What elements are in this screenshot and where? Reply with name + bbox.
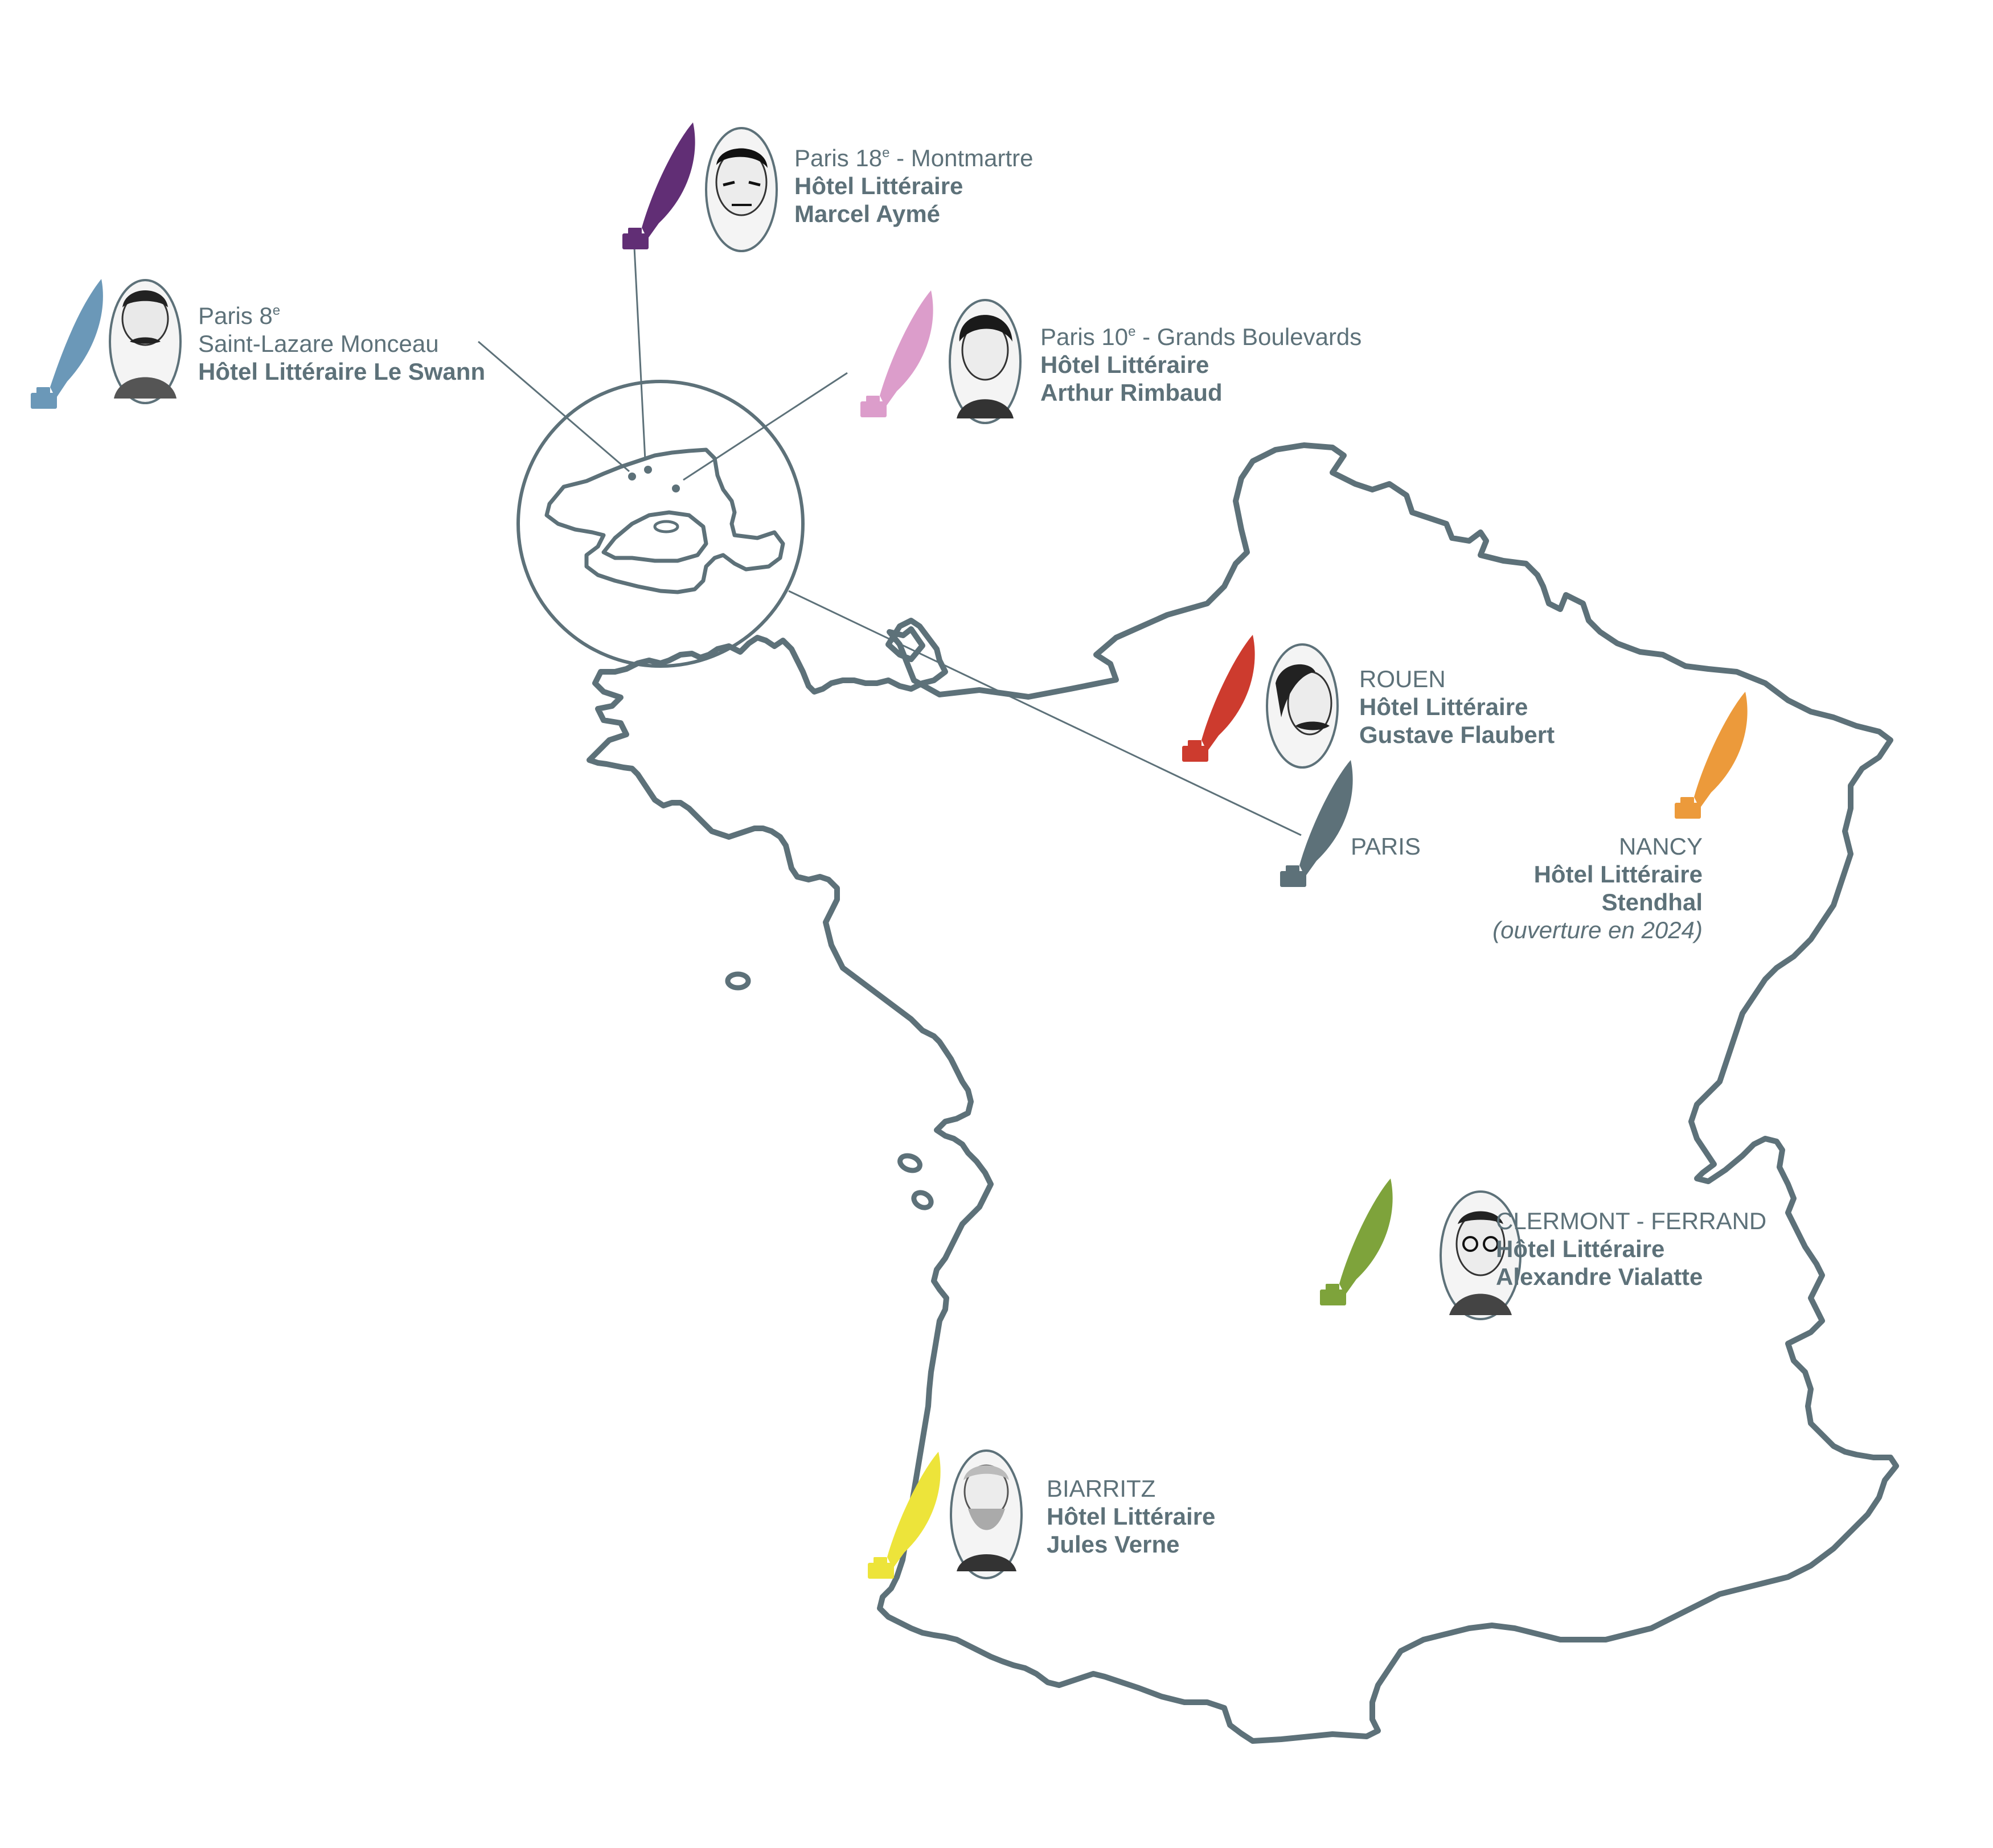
label-clermont: CLERMONT - FERRAND Hôtel Littéraire Alex… xyxy=(1496,1207,1766,1291)
feather-icon-paris-18 xyxy=(622,122,695,249)
island-2 xyxy=(897,1153,922,1173)
label-biarritz-author: Jules Verne xyxy=(1047,1531,1180,1558)
island-1 xyxy=(725,971,751,991)
label-paris-8-district: Paris 8 xyxy=(198,302,273,329)
feather-icon-paris-10 xyxy=(860,290,933,417)
france-outline xyxy=(587,442,1899,1744)
portrait-clermont xyxy=(1440,1190,1522,1320)
label-rouen-hotel: Hôtel Littéraire xyxy=(1359,693,1528,720)
paris-inset-outline xyxy=(544,447,785,594)
label-paris-8-sup: e xyxy=(272,303,281,318)
portrait-paris-10 xyxy=(949,299,1022,424)
label-nancy-note: (ouverture en 2024) xyxy=(1492,917,1703,943)
label-paris-18-district: Paris 18 xyxy=(794,145,883,171)
leader-line-paris-18 xyxy=(633,236,646,461)
label-paris-8-area: Saint-Lazare Monceau xyxy=(198,330,439,357)
island-3 xyxy=(911,1190,934,1210)
label-paris-18-area: - Montmartre xyxy=(889,145,1034,171)
label-nancy-author: Stendhal xyxy=(1601,889,1703,915)
portrait-biarritz xyxy=(950,1449,1023,1579)
feather-icon-clermont xyxy=(1320,1178,1393,1305)
label-rouen: ROUEN Hôtel Littéraire Gustave Flaubert xyxy=(1359,665,1555,749)
label-biarritz-city: BIARRITZ xyxy=(1047,1475,1156,1502)
feather-icon-rouen xyxy=(1182,635,1255,762)
label-rouen-city: ROUEN xyxy=(1359,666,1446,692)
label-paris-10-area: - Grands Boulevards xyxy=(1135,323,1362,350)
feather-icon-biarritz xyxy=(868,1452,941,1579)
portrait-paris-18 xyxy=(705,127,778,252)
feather-icon-paris xyxy=(1280,760,1353,887)
label-paris-8-hotel: Hôtel Littéraire Le Swann xyxy=(198,358,486,385)
label-nancy: NANCY Hôtel Littéraire Stendhal (ouvertu… xyxy=(1492,832,1703,944)
label-paris: PARIS xyxy=(1351,832,1421,860)
leader-line-paris-10 xyxy=(683,372,848,481)
feather-icon-nancy xyxy=(1675,692,1748,819)
label-paris-18-hotel: Hôtel Littéraire xyxy=(794,173,963,199)
label-rouen-author: Gustave Flaubert xyxy=(1359,721,1555,748)
paris-inset-island xyxy=(653,520,679,533)
paris-dot-18 xyxy=(644,466,652,474)
label-nancy-hotel: Hôtel Littéraire xyxy=(1533,861,1703,888)
leader-line-paris xyxy=(788,590,1302,836)
label-clermont-city: CLERMONT - FERRAND xyxy=(1496,1208,1767,1234)
label-clermont-author: Alexandre Vialatte xyxy=(1496,1263,1703,1290)
label-paris-10: Paris 10e - Grands Boulevards Hôtel Litt… xyxy=(1040,323,1362,406)
label-paris-city: PARIS xyxy=(1351,833,1421,860)
paris-inset-circle xyxy=(516,380,805,668)
label-paris-10-author: Arthur Rimbaud xyxy=(1040,379,1223,406)
label-biarritz: BIARRITZ Hôtel Littéraire Jules Verne xyxy=(1047,1475,1215,1558)
label-paris-8: Paris 8e Saint-Lazare Monceau Hôtel Litt… xyxy=(198,302,485,385)
label-paris-10-district: Paris 10 xyxy=(1040,323,1129,350)
leader-line-paris-8 xyxy=(478,340,630,473)
portrait-paris-8 xyxy=(109,279,182,404)
label-paris-18-author: Marcel Aymé xyxy=(794,200,941,227)
label-paris-18-sup: e xyxy=(882,145,890,161)
label-biarritz-hotel: Hôtel Littéraire xyxy=(1047,1503,1216,1530)
label-paris-18: Paris 18e - Montmartre Hôtel Littéraire … xyxy=(794,144,1033,228)
paris-dot-8 xyxy=(628,473,636,481)
feather-icon-paris-8 xyxy=(31,279,103,409)
label-paris-10-hotel: Hôtel Littéraire xyxy=(1040,351,1209,378)
label-clermont-hotel: Hôtel Littéraire xyxy=(1496,1235,1665,1262)
portrait-rouen xyxy=(1266,643,1339,769)
label-paris-10-sup: e xyxy=(1128,324,1136,339)
label-nancy-city: NANCY xyxy=(1618,833,1703,860)
paris-dot-10 xyxy=(672,484,680,492)
